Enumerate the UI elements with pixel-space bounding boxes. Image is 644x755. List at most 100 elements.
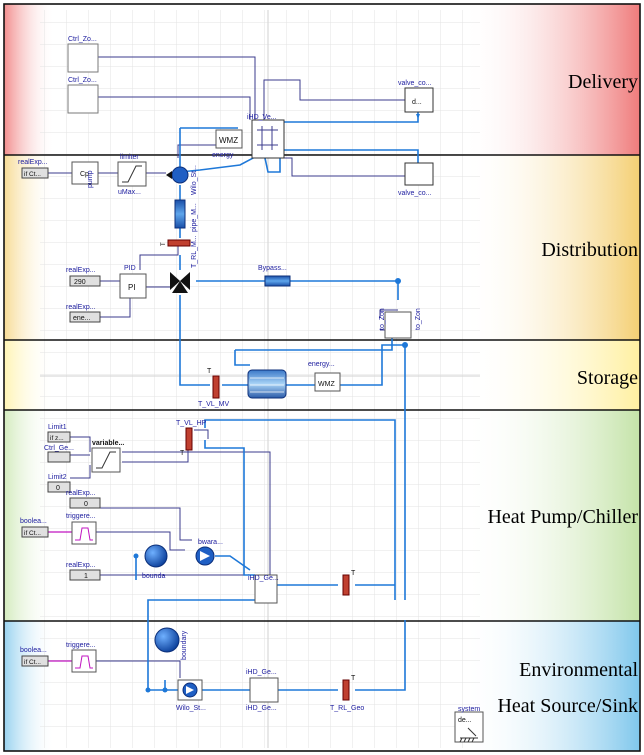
real-exp-block-5[interactable]: 1 realExp...: [66, 562, 101, 581]
energy-label-2: energy...: [308, 361, 335, 368]
valve-co-label-1: valve_co...: [398, 80, 432, 87]
limit2-value: 0: [56, 485, 60, 492]
ihd-ge-block-2[interactable]: iHD_Ge... iHD_Ge...: [246, 669, 279, 712]
variable-limiter-block[interactable]: variable...: [91, 440, 124, 473]
boolean-lines: [48, 531, 72, 662]
valve-co-block-1[interactable]: d... valve_co...: [398, 80, 434, 119]
real-exp-value-2: 290: [74, 279, 86, 286]
triggere-label-2: triggere...: [66, 642, 96, 649]
boundary-ball[interactable]: boundary: [154, 627, 188, 660]
ctrl-zo-block-1[interactable]: Ctrl_Zo...: [67, 36, 99, 73]
boolea-block-1[interactable]: if Ct... boolea...: [20, 518, 49, 538]
boolea-block-2[interactable]: if Ct... boolea...: [20, 647, 49, 667]
system-inner-text: de...: [458, 717, 472, 724]
real-exp-value-5: 1: [84, 573, 88, 580]
triggere-label-1: triggere...: [66, 513, 96, 520]
t-rl-geo-t-label: T: [351, 675, 356, 682]
real-exp-block-4[interactable]: 0 realExp...: [66, 490, 101, 509]
real-exp-label-5: realExp...: [66, 562, 96, 569]
system-block[interactable]: system de...: [454, 706, 484, 743]
limit2-block[interactable]: 0 Limit2: [47, 474, 71, 493]
valve-co-inner-text: d...: [412, 99, 422, 106]
ctrl-ge-block[interactable]: [47, 451, 71, 463]
real-exp-label-4: realExp...: [66, 490, 96, 497]
to-zon-label-2: to_Zon: [415, 308, 422, 330]
bwara-label: bwara...: [198, 539, 223, 546]
t-vl-mv-label: T_VL_MV: [198, 401, 229, 408]
section-label-storage: Storage: [576, 367, 638, 389]
ctrl-zo-block-2[interactable]: Ctrl_Zo...: [67, 77, 99, 114]
limit1-block[interactable]: if z... Limit1: [47, 424, 71, 443]
system-label: system: [458, 706, 480, 713]
ihd-ge-label-2b: iHD_Ge...: [246, 705, 277, 712]
energy-label: energy: [212, 152, 234, 159]
bwara-pump[interactable]: bwara...: [195, 539, 223, 566]
ihd-manifold-block[interactable]: iHD_Ve...: [247, 114, 285, 159]
limiter-label: limiter: [120, 154, 139, 161]
limit1-value: if z...: [50, 435, 64, 442]
t-rl-geo-label: T_RL_Geo: [330, 705, 364, 712]
real-exp-block-1[interactable]: if Ct... realExp...: [18, 159, 49, 179]
storage-tank[interactable]: [247, 369, 287, 399]
real-exp-label-3: realExp...: [66, 304, 96, 311]
pid-label: PID: [124, 265, 136, 272]
section-label-environmental-1: Environmental: [519, 659, 638, 681]
variable-label: variable...: [92, 440, 124, 447]
section-label-environmental-2: Heat Source/Sink: [497, 695, 638, 717]
pipe-m-label: pipe_M...: [191, 203, 198, 232]
limit2-label: Limit2: [48, 474, 67, 481]
real-exp-label-2: realExp...: [66, 267, 96, 274]
t-vl-hp-label: T_VL_HP: [176, 420, 207, 427]
wilo-st-pump-env[interactable]: Wilo_St...: [176, 679, 206, 712]
pi-label: PI: [128, 283, 136, 292]
t-rl-m-sensor[interactable]: T T_RL_M...: [161, 235, 198, 268]
pipe-m-block[interactable]: pipe_M...: [174, 199, 198, 232]
ctrl-zo-label-1: Ctrl_Zo...: [68, 36, 97, 43]
pump-distribution[interactable]: pump Wilo_St...: [87, 165, 198, 195]
section-label-heatpump: Heat Pump/Chiller: [487, 506, 638, 528]
t-rl-m-label: T_RL_M...: [191, 235, 198, 268]
section-borders: [3, 3, 641, 752]
section-label-distribution: Distribution: [541, 239, 638, 261]
wilo-st-label: Wilo_St...: [191, 165, 198, 195]
ihd-ge-label-2: iHD_Ge...: [246, 669, 277, 676]
t-vl-hp-sensor[interactable]: T T_VL_HP: [176, 420, 207, 457]
t-rl-hp-t-label: T: [351, 570, 356, 577]
boolea-value-2: if Ct...: [24, 659, 41, 666]
ctrl-ge-label: Ctrl_Ge...: [44, 445, 74, 452]
connection-dots: [133, 278, 408, 693]
real-exp-value-1: if Ct...: [24, 171, 41, 178]
t-rl-geo-sensor[interactable]: T T_RL_Geo: [330, 675, 364, 712]
wmz-block[interactable]: WMZ energy: [212, 129, 243, 159]
energy-wmz-label: WMZ: [318, 381, 335, 388]
real-exp-block-2[interactable]: 290 realExp...: [66, 267, 101, 287]
energy-wmz-block[interactable]: WMZ energy...: [308, 361, 341, 392]
bounda-label: bounda: [142, 573, 165, 580]
valve-co-label-2: valve_co...: [398, 190, 432, 197]
ihd-label: iHD_Ve...: [247, 114, 277, 121]
ihd-ge-block-1[interactable]: iHD_Ge...: [248, 574, 279, 604]
bypass-label: Bypass...: [258, 265, 287, 272]
cp-label: Cp: [80, 171, 89, 178]
three-way-valve[interactable]: [170, 272, 190, 293]
real-exp-value-3: ene...: [73, 315, 91, 322]
valve-co-block-2[interactable]: valve_co...: [398, 162, 434, 197]
ctrl-zo-label-2: Ctrl_Zo...: [68, 77, 97, 84]
t-vl-hp-t-label: T: [180, 450, 185, 457]
to-zon-block[interactable]: to_Zon to_Zon: [379, 308, 422, 339]
cp-block[interactable]: Cp: [71, 161, 99, 185]
bypass-pipe[interactable]: Bypass...: [258, 265, 291, 287]
real-exp-label-1: realExp...: [18, 159, 48, 166]
real-exp-block-3[interactable]: ene... realExp...: [66, 304, 101, 323]
limit1-label: Limit1: [48, 424, 67, 431]
bounda-ball[interactable]: bounda: [142, 544, 168, 580]
boolea-label-1: boolea...: [20, 518, 47, 525]
t-rl-hp-sensor[interactable]: T: [342, 570, 356, 596]
triggere-block-1[interactable]: triggere...: [66, 513, 97, 545]
umax-label: uMax...: [118, 189, 141, 196]
pid-block[interactable]: PI PID: [119, 265, 147, 299]
triggere-block-2[interactable]: triggere...: [66, 642, 97, 673]
t-vl-mv-sensor[interactable]: T T_VL_MV: [198, 368, 229, 408]
limiter-block[interactable]: limiter uMax...: [117, 154, 147, 196]
